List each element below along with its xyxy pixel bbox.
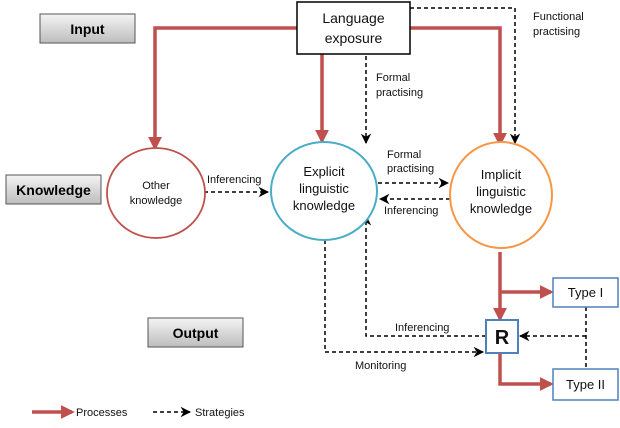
label-formal-practising-top-2: practising [376, 87, 423, 99]
type2-label: Type II [566, 377, 605, 392]
node-explicit-knowledge: Explicit linguistic knowledge [270, 141, 378, 241]
label-inferencing-bottom: Inferencing [395, 322, 449, 334]
process-arrows [148, 26, 554, 391]
process-r-to-type2 [498, 353, 554, 391]
stage-output: Output [147, 317, 244, 348]
node-type2: Type II [552, 368, 619, 401]
label-formal-practising-mid-1: Formal [387, 149, 421, 161]
implicit-knowledge-line3: knowledge [470, 201, 532, 216]
label-formal-practising-mid-2: practising [387, 163, 434, 175]
strategy-types-to-r [520, 307, 587, 368]
label-functional-practising-1: Functional [533, 11, 584, 23]
strategy-arrows [204, 7, 587, 368]
explicit-knowledge-line2: linguistic [299, 181, 349, 196]
node-implicit-knowledge: Implicit linguistic knowledge [449, 141, 553, 249]
stage-output-label: Output [173, 325, 219, 341]
strategy-inferencing-r-to-explicit [360, 214, 486, 337]
label-monitoring: Monitoring [355, 360, 406, 372]
node-type1: Type I [552, 277, 619, 308]
implicit-knowledge-line1: Implicit [481, 167, 522, 182]
explicit-knowledge-line3: knowledge [293, 198, 355, 213]
label-functional-practising-2: practising [533, 26, 580, 38]
strategy-functional-practising [410, 7, 521, 145]
other-knowledge-line1: Other [142, 180, 170, 192]
node-language-exposure: Language exposure [296, 1, 411, 55]
other-knowledge-line2: knowledge [130, 195, 183, 207]
stage-knowledge: Knowledge [5, 174, 102, 205]
process-exposure-to-other [148, 26, 297, 151]
language-exposure-line2: exposure [325, 30, 383, 46]
r-label: R [495, 327, 510, 349]
legend-processes-label: Processes [76, 407, 128, 419]
language-exposure-line1: Language [322, 10, 385, 26]
node-r: R [485, 319, 519, 354]
legend: Processes Strategies [32, 405, 245, 419]
implicit-knowledge-line2: linguistic [476, 184, 526, 199]
type1-label: Type I [568, 285, 603, 300]
stage-input: Input [39, 13, 136, 44]
label-inferencing-left: Inferencing [207, 174, 261, 186]
stage-knowledge-label: Knowledge [16, 182, 91, 198]
stage-input-label: Input [70, 21, 105, 37]
label-formal-practising-top-1: Formal [376, 72, 410, 84]
legend-strategies-label: Strategies [195, 407, 245, 419]
explicit-knowledge-line1: Explicit [303, 164, 345, 179]
label-inferencing-mid: Inferencing [384, 205, 438, 217]
process-exposure-to-implicit [410, 26, 507, 147]
strategy-monitoring [324, 240, 485, 358]
node-other-knowledge: Other knowledge [106, 147, 206, 239]
